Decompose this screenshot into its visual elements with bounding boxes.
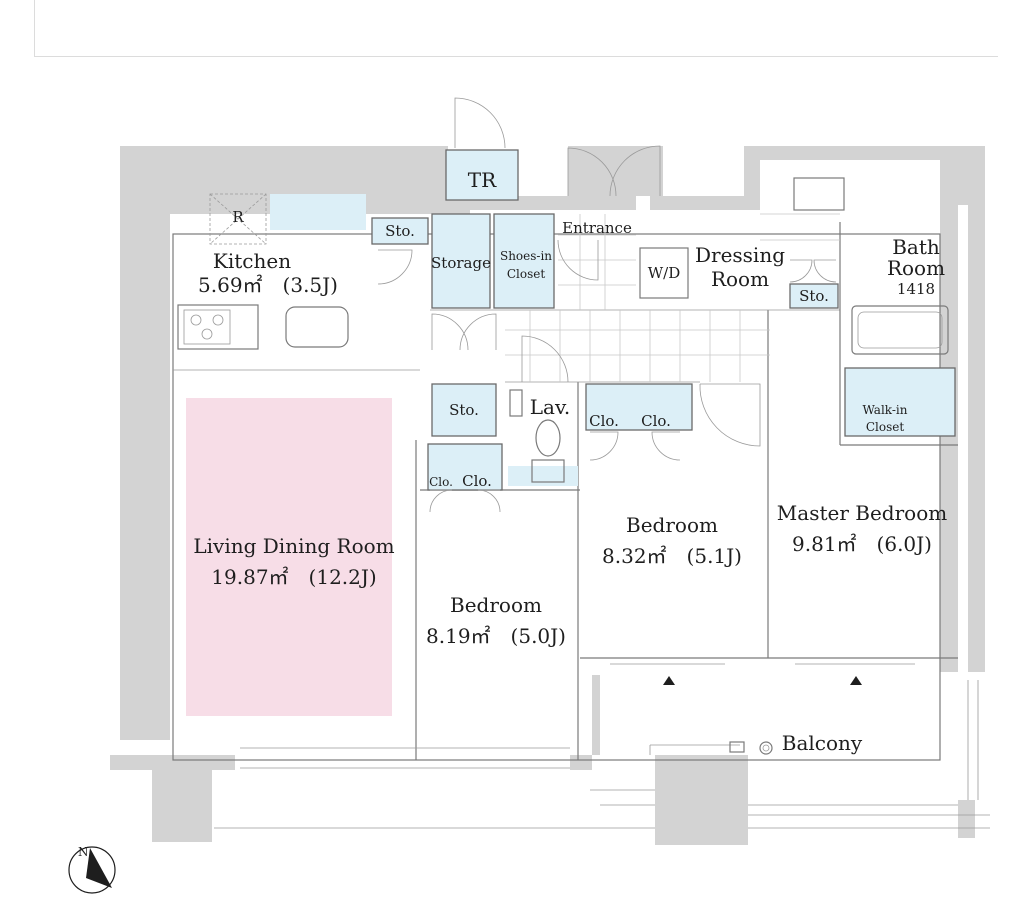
north-arrow-icon: N [68,845,116,894]
page-frame [34,0,998,57]
dressing-label-1: Dressing [695,243,785,267]
fridge-label: R [232,208,244,226]
living-room-area [186,398,392,716]
north-label: N [78,845,89,859]
balcony-label: Balcony [782,731,863,755]
sto-label-1: Sto. [385,222,415,240]
living-room-area-label: 19.87㎡ (12.2J) [211,565,376,589]
shoes-closet-label-2: Closet [507,267,546,281]
sto-dressing-label: Sto. [799,287,829,305]
wd-label: W/D [648,264,681,282]
room-labels: TR R Sto. Kitchen 5.69㎡ (3.5J) Storage S… [193,168,947,755]
window-arrow-1 [663,676,675,685]
bedroom1-name: Bedroom [450,593,542,617]
fixtures [177,177,949,755]
clo-label-1: Clo. [429,475,453,489]
clo-label-4: Clo. [641,412,671,430]
bedroom2-area: 8.32㎡ (5.1J) [602,544,742,568]
entrance-label: Entrance [562,219,632,237]
master-bedroom-area: 9.81㎡ (6.0J) [792,532,932,556]
tr-label: TR [468,168,497,192]
bedroom1-area: 8.19㎡ (5.0J) [426,624,566,648]
bath-label-3: 1418 [897,280,935,298]
lav-label: Lav. [530,395,571,419]
storage-label: Storage [431,254,491,272]
storage-boxes [270,149,956,491]
bedroom2-name: Bedroom [626,513,718,537]
walkin-label-2: Closet [866,420,905,434]
clo-label-2: Clo. [462,472,492,490]
clo-label-3: Clo. [589,412,619,430]
sto-label-2: Sto. [449,401,479,419]
window-arrow-2 [850,676,862,685]
entrance-tiles [505,213,840,382]
bath-label-2: Room [887,256,945,280]
doors [377,97,837,513]
bath-label-1: Bath [892,235,940,259]
walls [110,146,985,845]
living-room-name: Living Dining Room [193,534,394,558]
walkin-label-1: Walk-in [863,403,908,417]
master-bedroom-name: Master Bedroom [777,501,947,525]
shoes-closet-label-1: Shoes-in [500,249,552,263]
kitchen-area: 5.69㎡ (3.5J) [198,273,338,297]
kitchen-name: Kitchen [213,249,291,273]
dressing-label-2: Room [711,267,769,291]
